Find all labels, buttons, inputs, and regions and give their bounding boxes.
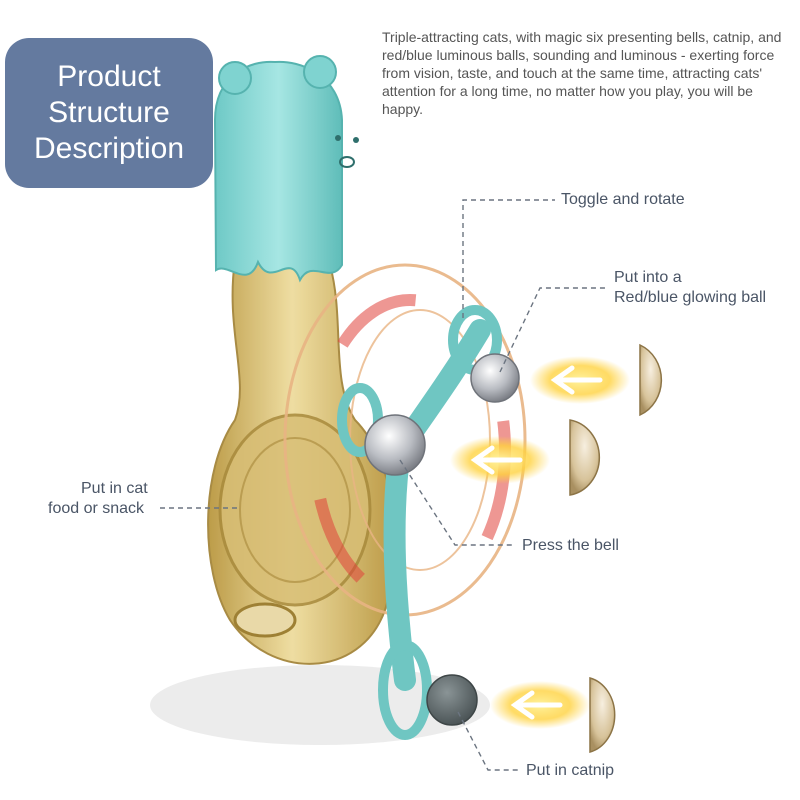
arrow-left-icon [550, 365, 603, 395]
callout-glow-2: Red/blue glowing ball [614, 289, 767, 306]
dome-caps [569, 343, 663, 753]
title-badge: Product Structure Description [5, 38, 213, 188]
catnip-ball-icon [426, 674, 478, 726]
callout-toggle: Toggle and rotate [561, 191, 685, 208]
product-description: Triple-attracting cats, with magic six p… [382, 29, 782, 117]
callout-food-1: Put in cat [81, 480, 148, 497]
callout-catnip: Put in catnip [526, 762, 615, 779]
title-line-3: Description [33, 132, 185, 165]
callout-food-2: food or snack [48, 500, 145, 517]
callout-lines [160, 199, 608, 771]
callout-glow-1: Put into a [614, 269, 682, 286]
bear-top [213, 55, 359, 283]
bear-eye [353, 137, 359, 143]
bear-ear-icon [303, 55, 337, 89]
title-line-1: Product [57, 60, 161, 93]
bear-nose [339, 156, 355, 168]
title-line-2: Structure [48, 96, 170, 129]
bell-ball-icon [364, 414, 426, 476]
bear-ear-icon [218, 61, 252, 95]
callout-bell: Press the bell [522, 537, 619, 554]
glowing-ball-icon [470, 353, 520, 403]
glow-arrows [450, 356, 630, 729]
arrow-left-icon [510, 690, 563, 720]
arrow-left-icon [470, 445, 523, 475]
bear-eye [335, 135, 341, 141]
